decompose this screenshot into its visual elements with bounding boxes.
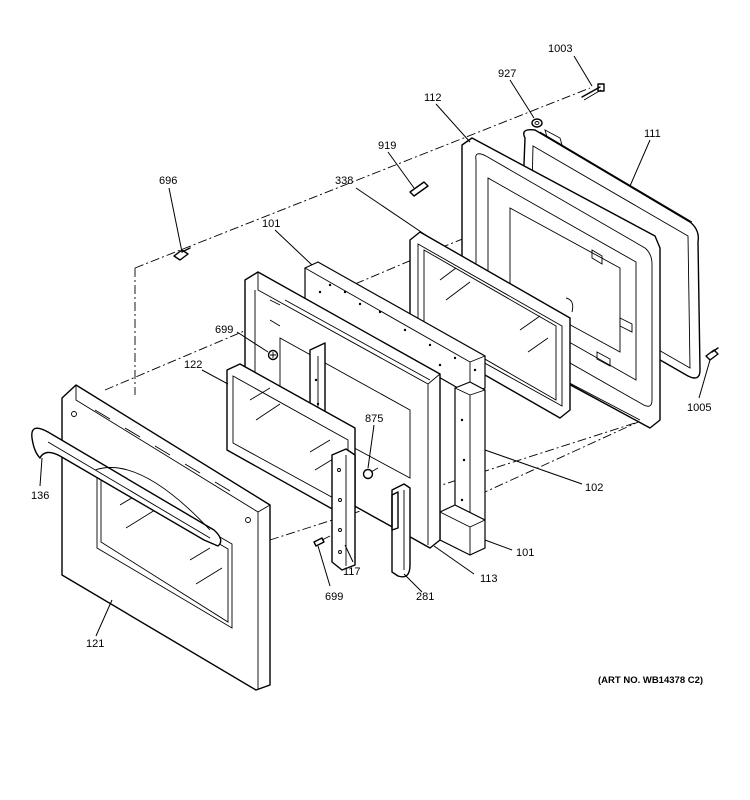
screw-699-bottom <box>313 535 331 547</box>
insulation-102-side <box>454 381 486 528</box>
label-919: 919 <box>378 140 396 152</box>
art-number-note: (ART NO. WB14378 C2) <box>598 675 704 686</box>
screw-696 <box>173 247 191 261</box>
label-699-bottom: 699 <box>325 591 343 603</box>
label-136: 136 <box>31 490 49 502</box>
label-696: 696 <box>159 175 177 187</box>
insulation-101-bottom <box>439 504 486 556</box>
label-113: 113 <box>480 573 498 585</box>
door-handle-136 <box>31 427 222 547</box>
label-117: 117 <box>343 566 361 578</box>
part-labels: 1003 927 112 111 919 338 696 101 699 122… <box>31 43 711 650</box>
leader-lines <box>39 55 711 637</box>
label-111: 111 <box>644 128 661 140</box>
label-121: 121 <box>86 638 104 650</box>
screw-875 <box>362 467 379 480</box>
label-101-top: 101 <box>262 218 280 230</box>
door-liner-113 <box>244 271 441 549</box>
label-338: 338 <box>335 175 353 187</box>
label-101-bottom: 101 <box>516 547 534 559</box>
label-875: 875 <box>365 413 383 425</box>
label-122: 122 <box>184 359 202 371</box>
hinge-281 <box>391 483 411 578</box>
label-927: 927 <box>498 68 516 80</box>
label-1003: 1003 <box>548 43 572 55</box>
screw-1005 <box>705 347 719 361</box>
label-112: 112 <box>424 92 442 104</box>
screw-1003 <box>581 83 605 101</box>
label-699-left: 699 <box>215 324 233 336</box>
pin-919 <box>409 181 429 197</box>
label-102: 102 <box>585 482 603 494</box>
label-1005: 1005 <box>687 402 711 414</box>
washer-927 <box>531 118 543 128</box>
outer-door-121 <box>61 384 271 691</box>
hinge-bracket-117 <box>331 448 356 571</box>
screw-699-left <box>267 349 279 361</box>
label-281: 281 <box>416 591 434 603</box>
